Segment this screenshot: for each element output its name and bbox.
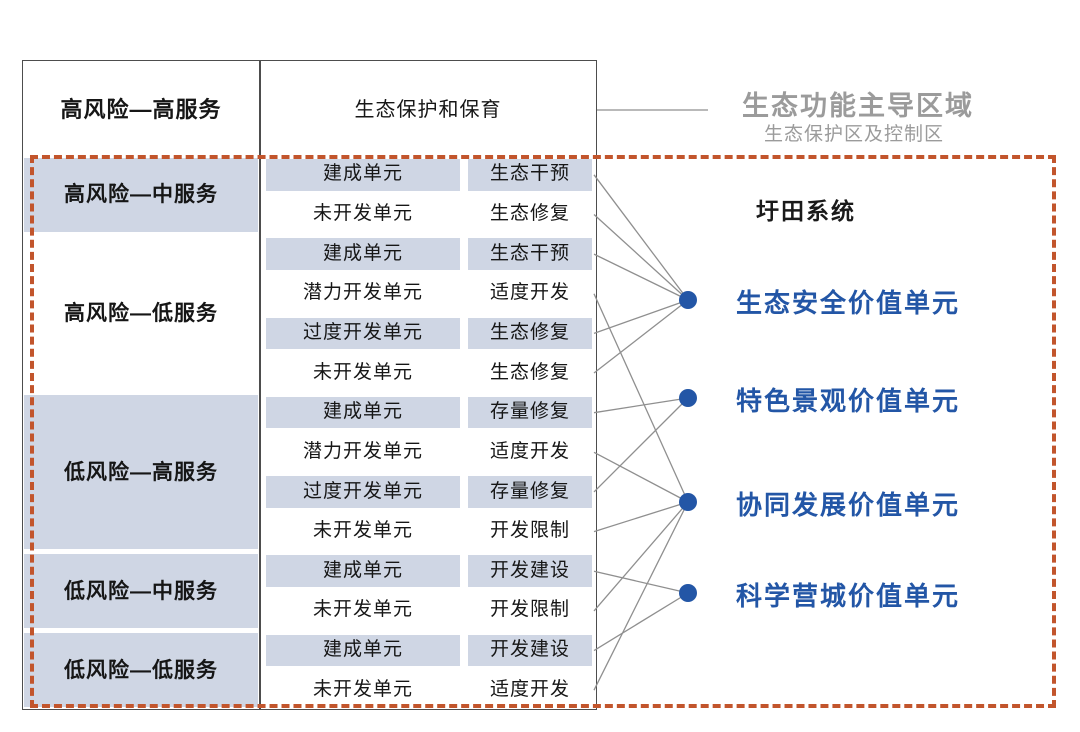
spatial-unit-cell: 未开发单元: [266, 357, 460, 389]
strategy-cell: 生态干预: [468, 159, 592, 191]
strategy-cell: 开发建设: [468, 555, 592, 588]
risk-service-label: 高风险—低服务: [24, 236, 258, 391]
value-unit-dot: [679, 389, 697, 407]
value-unit-label: 协同发展价值单元: [736, 490, 961, 520]
strategy-cell: 生态修复: [468, 357, 592, 389]
spatial-unit-cell: 建成单元: [266, 159, 460, 191]
spatial-unit-cell: 未开发单元: [266, 674, 460, 706]
strategy-cell: 开发建设: [468, 634, 592, 667]
strategy-cell: 生态修复: [468, 198, 592, 231]
strategy-cell: 生态干预: [468, 238, 592, 270]
connector-line: [593, 299, 689, 374]
spatial-unit-cell: 建成单元: [266, 634, 460, 667]
column-divider: [259, 60, 261, 710]
connector-line: [593, 570, 689, 594]
spatial-unit-cell: 未开发单元: [266, 515, 460, 548]
polder-system-title: 圩田系统: [756, 198, 856, 224]
value-unit-label: 科学营城价值单元: [736, 581, 961, 611]
connector-line: [593, 213, 689, 301]
spatial-unit-cell: 建成单元: [266, 238, 460, 270]
spatial-unit-cell: 未开发单元: [266, 595, 460, 627]
strategy-cell: 适度开发: [468, 277, 592, 310]
connector-line: [593, 451, 689, 503]
header-strategy-label: 生态保护和保育: [354, 99, 502, 121]
risk-service-label: 低风险—中服务: [24, 553, 258, 629]
strategy-cell: 开发限制: [468, 515, 592, 548]
header-risk-label: 高风险—高服务: [60, 96, 222, 122]
strategy-cell: 生态修复: [468, 317, 592, 350]
risk-service-label: 低风险—高服务: [24, 395, 258, 549]
connector-line: [593, 299, 689, 335]
connector-line: [593, 592, 689, 652]
connector-line: [593, 501, 689, 691]
risk-service-label: 高风险—中服务: [24, 157, 258, 232]
value-unit-dot: [679, 291, 697, 309]
eco-function-zone-title: 生态功能主导区域: [742, 91, 974, 121]
value-unit-label: 特色景观价值单元: [736, 386, 961, 416]
connector-line: [593, 501, 689, 612]
strategy-cell: 存量修复: [468, 396, 592, 429]
value-unit-label: 生态安全价值单元: [736, 288, 961, 318]
spatial-unit-cell: 建成单元: [266, 555, 460, 588]
value-unit-dot: [679, 584, 697, 602]
risk-service-label: 低风险—低服务: [24, 633, 258, 708]
eco-function-zone-subtitle: 生态保护区及控制区: [764, 124, 945, 145]
strategy-cell: 适度开发: [468, 436, 592, 469]
spatial-unit-cell: 过度开发单元: [266, 476, 460, 508]
spatial-unit-cell: 建成单元: [266, 396, 460, 429]
value-unit-dot: [679, 493, 697, 511]
connector-line: [593, 253, 689, 301]
connector-line: [593, 174, 689, 301]
strategy-cell: 适度开发: [468, 674, 592, 706]
connector-line: [593, 293, 689, 503]
spatial-unit-cell: 潜力开发单元: [266, 277, 460, 310]
spatial-unit-cell: 未开发单元: [266, 198, 460, 231]
spatial-unit-cell: 过度开发单元: [266, 317, 460, 350]
connector-line: [593, 397, 689, 493]
strategy-cell: 存量修复: [468, 476, 592, 508]
strategy-cell: 开发限制: [468, 595, 592, 627]
spatial-unit-cell: 潜力开发单元: [266, 436, 460, 469]
connector-line: [593, 397, 689, 414]
connector-line: [593, 501, 689, 533]
